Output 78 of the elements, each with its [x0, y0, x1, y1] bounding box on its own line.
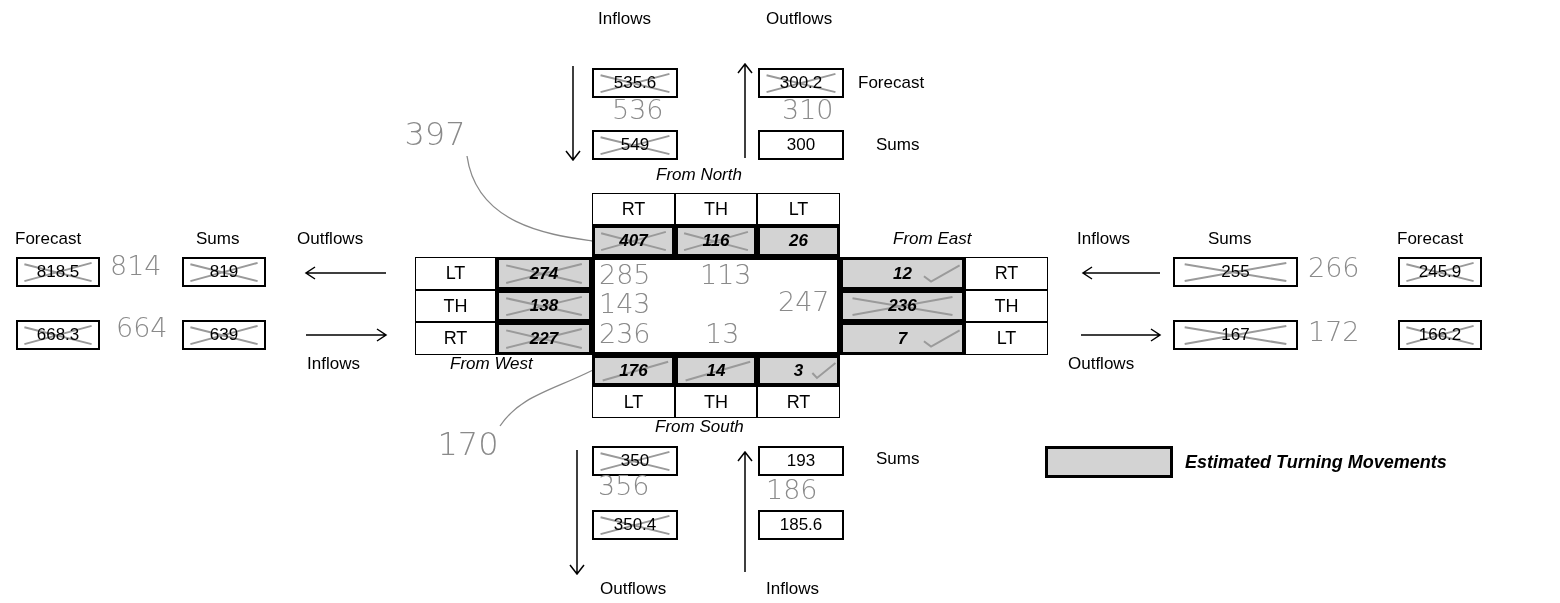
estimated-volume-cell: 227	[496, 322, 592, 355]
column-label: Inflows	[766, 580, 819, 597]
value-box: 350.4	[592, 510, 678, 540]
movement-header-cell: RT	[592, 193, 675, 225]
handwritten-note: 266	[1308, 254, 1360, 281]
column-label: Sums	[196, 230, 240, 247]
movement-header-cell: LT	[757, 193, 840, 225]
column-label: Outflows	[1068, 355, 1135, 372]
value-box: 245.9	[1398, 257, 1482, 287]
value-box: 300	[758, 130, 844, 160]
leader-line	[466, 155, 593, 242]
approach-label: From North	[656, 166, 742, 183]
movement-header-cell: LT	[415, 257, 496, 290]
estimated-volume-cell: 12	[840, 257, 965, 290]
handwritten-note: 285	[599, 261, 651, 288]
value-box: 166.2	[1398, 320, 1482, 350]
handwritten-note: 186	[766, 476, 818, 503]
approach-label: From East	[893, 230, 972, 247]
column-label: Outflows	[600, 580, 667, 597]
movement-header-cell: RT	[757, 386, 840, 418]
approach-label: From South	[655, 418, 744, 435]
handwritten-note: 172	[1308, 318, 1360, 345]
handwritten-note: 170	[428, 422, 508, 466]
estimated-volume-cell: 236	[840, 290, 965, 322]
approach-label: From West	[450, 355, 533, 372]
column-label: Inflows	[598, 10, 651, 27]
value-box: 818.5	[16, 257, 100, 287]
value-box: 535.6	[592, 68, 678, 98]
estimated-volume-cell: 407	[592, 225, 675, 257]
value-box: 300.2	[758, 68, 844, 98]
movement-header-cell: TH	[415, 290, 496, 322]
value-box: 185.6	[758, 510, 844, 540]
movement-header-cell: TH	[675, 193, 757, 225]
column-label: Inflows	[307, 355, 360, 372]
movement-header-cell: LT	[592, 386, 675, 418]
legend-text: Estimated Turning Movements	[1185, 450, 1447, 474]
column-label: Sums	[1208, 230, 1252, 247]
movement-header-cell: LT	[965, 322, 1048, 355]
estimated-volume-cell: 138	[496, 290, 592, 322]
handwritten-note: 536	[612, 96, 664, 123]
estimated-volume-cell: 116	[675, 225, 757, 257]
value-box: 350	[592, 446, 678, 476]
movement-header-cell: TH	[675, 386, 757, 418]
movement-header-cell: RT	[415, 322, 496, 355]
handwritten-note: 397	[395, 112, 475, 156]
estimated-volume-cell: 274	[496, 257, 592, 290]
movement-header-cell: RT	[965, 257, 1048, 290]
estimated-volume-cell: 176	[592, 355, 675, 386]
handwritten-note: 113	[700, 261, 752, 288]
column-label: Outflows	[297, 230, 364, 247]
leader-line	[499, 369, 593, 427]
handwritten-note: 310	[782, 96, 834, 123]
estimated-volume-cell: 14	[675, 355, 757, 386]
handwritten-note: 236	[599, 320, 651, 347]
intersection-box	[592, 257, 840, 355]
estimated-volume-cell: 7	[840, 322, 965, 355]
estimated-volume-cell: 3	[757, 355, 840, 386]
estimated-volume-cell: 26	[757, 225, 840, 257]
value-box: 549	[592, 130, 678, 160]
column-label: Forecast	[15, 230, 82, 247]
column-label: Outflows	[766, 10, 833, 27]
handwritten-note: 13	[705, 320, 740, 347]
handwritten-note: 143	[599, 290, 651, 317]
movement-header-cell: TH	[965, 290, 1048, 322]
value-box: 255	[1173, 257, 1298, 287]
handwritten-note: 814	[110, 252, 162, 279]
value-box: 819	[182, 257, 266, 287]
column-label: Inflows	[1077, 230, 1130, 247]
value-box: 167	[1173, 320, 1298, 350]
handwritten-note: 664	[116, 314, 168, 341]
column-label: Sums	[876, 136, 920, 153]
handwritten-note: 247	[778, 288, 830, 315]
column-label: Forecast	[1397, 230, 1464, 247]
value-box: 639	[182, 320, 266, 350]
column-label: Forecast	[858, 74, 925, 91]
column-label: Sums	[876, 450, 920, 467]
value-box: 193	[758, 446, 844, 476]
value-box: 668.3	[16, 320, 100, 350]
